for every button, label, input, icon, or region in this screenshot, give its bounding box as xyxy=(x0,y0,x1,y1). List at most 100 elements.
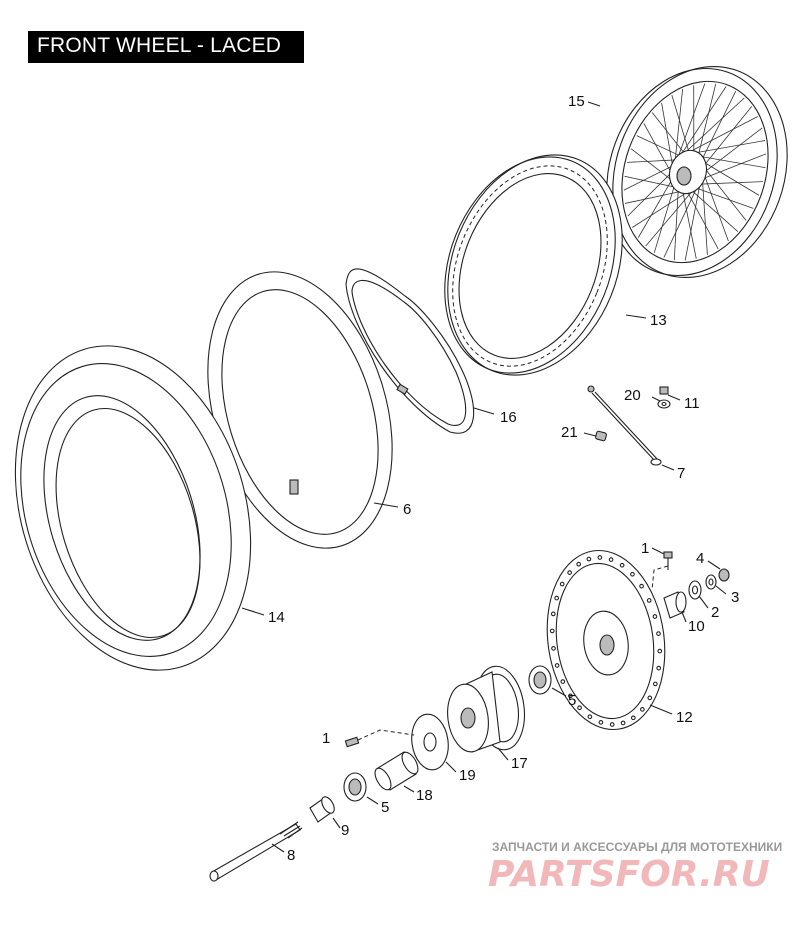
spoke xyxy=(676,86,727,162)
spoke xyxy=(701,172,708,255)
callout-20: 20 xyxy=(624,387,641,404)
disc-hole xyxy=(567,570,572,575)
disc-hole xyxy=(630,715,636,721)
disc-hole xyxy=(551,646,556,651)
part-15-laced-wheel xyxy=(606,65,788,279)
callout-5-lower: 5 xyxy=(381,799,389,816)
disc-hole xyxy=(568,693,573,699)
callout-3: 3 xyxy=(731,589,739,606)
callout-1-lower: 1 xyxy=(322,730,330,747)
spoke xyxy=(688,140,766,155)
callout-1-top: 1 xyxy=(641,540,649,557)
part-21-valve-cap xyxy=(595,430,607,442)
callout-10: 10 xyxy=(688,618,705,635)
disc-hole xyxy=(598,720,604,725)
spoke xyxy=(651,112,686,155)
leader-lines xyxy=(241,101,727,853)
disc-hole xyxy=(554,663,560,668)
disc-hole xyxy=(554,595,560,601)
disc-hole xyxy=(619,562,625,568)
disc-hole xyxy=(620,720,626,726)
callout-21: 21 xyxy=(561,424,578,441)
disc-hole xyxy=(597,555,603,560)
spoke xyxy=(653,180,677,253)
disc-hole xyxy=(640,707,645,712)
spoke xyxy=(645,186,697,247)
disc-hole xyxy=(646,598,652,603)
disc-hole xyxy=(656,665,662,671)
disc-hole xyxy=(630,571,635,577)
spoke xyxy=(679,97,745,158)
part-1-bolt-top xyxy=(663,551,673,570)
spoke xyxy=(696,157,760,196)
part-13-rim xyxy=(444,154,623,376)
part-6-inner-tube xyxy=(207,271,393,549)
disc-hole xyxy=(652,681,658,687)
callout-6: 6 xyxy=(403,501,411,518)
disc-hole xyxy=(559,581,565,587)
disc-hole xyxy=(577,705,582,711)
spoke xyxy=(700,153,767,180)
part-16-rim-strip xyxy=(345,268,475,434)
callout-12: 12 xyxy=(676,709,693,726)
callout-16: 16 xyxy=(500,409,517,426)
spoke xyxy=(627,169,675,217)
disc-hole xyxy=(550,611,556,617)
spoke xyxy=(626,159,678,163)
spoke xyxy=(686,189,719,250)
part-10-spacer xyxy=(663,591,687,619)
disc-hole xyxy=(656,631,661,636)
spoke xyxy=(632,189,692,228)
spoke xyxy=(699,161,747,221)
wheel-spokes xyxy=(623,83,767,261)
disc-hole xyxy=(657,648,663,654)
disc-hole xyxy=(652,614,658,619)
spoke xyxy=(673,185,679,261)
callout-18: 18 xyxy=(416,787,433,804)
callout-8: 8 xyxy=(287,847,295,864)
disc-hole xyxy=(608,557,614,562)
spoke xyxy=(701,167,729,242)
disc-hole xyxy=(586,556,592,562)
part-5-bearing-lower xyxy=(343,772,367,802)
callout-17: 17 xyxy=(511,755,528,772)
part-19-plate xyxy=(411,713,449,771)
spoke xyxy=(624,189,688,204)
watermark-logo: PARTSFOR.RU xyxy=(488,854,770,895)
spoke xyxy=(692,154,766,169)
part-3-washer xyxy=(705,574,717,590)
callout-2: 2 xyxy=(711,604,719,621)
part-17-hub xyxy=(447,665,526,753)
callout-13: 13 xyxy=(650,312,667,329)
spoke xyxy=(623,164,676,191)
disc-holes xyxy=(549,555,663,727)
callout-19: 19 xyxy=(459,767,476,784)
disc-hole xyxy=(587,714,593,720)
part-12-brake-disc xyxy=(546,549,666,731)
part-9-spacer xyxy=(309,796,335,823)
disc-hole xyxy=(639,583,644,589)
callout-11: 11 xyxy=(684,395,700,412)
callout-14: 14 xyxy=(268,609,285,626)
part-4-nut xyxy=(718,568,730,582)
callout-9: 9 xyxy=(341,822,349,839)
part-2-washer xyxy=(688,580,702,600)
callout-15: 15 xyxy=(568,93,585,110)
title-banner: FRONT WHEEL - LACED xyxy=(28,31,304,63)
spoke xyxy=(671,94,690,155)
disc-hole xyxy=(560,679,566,684)
watermark-tagline: ЗАПЧАСТИ И АКСЕССУАРЫ ДЛЯ МОТОТЕХНИКИ xyxy=(492,840,782,854)
callout-7: 7 xyxy=(677,465,685,482)
disc-hole xyxy=(609,722,615,727)
spoke xyxy=(690,189,739,232)
part-11-screw xyxy=(659,386,669,395)
callout-5-upper: 5 xyxy=(568,692,576,709)
spoke xyxy=(674,83,706,166)
spoke xyxy=(684,116,758,156)
part-7-spoke xyxy=(587,385,662,466)
diagram-title: FRONT WHEEL - LACED xyxy=(37,34,282,57)
disc-hole xyxy=(647,695,653,701)
spoke xyxy=(636,135,682,157)
part-1-bolt-lower xyxy=(344,729,415,748)
